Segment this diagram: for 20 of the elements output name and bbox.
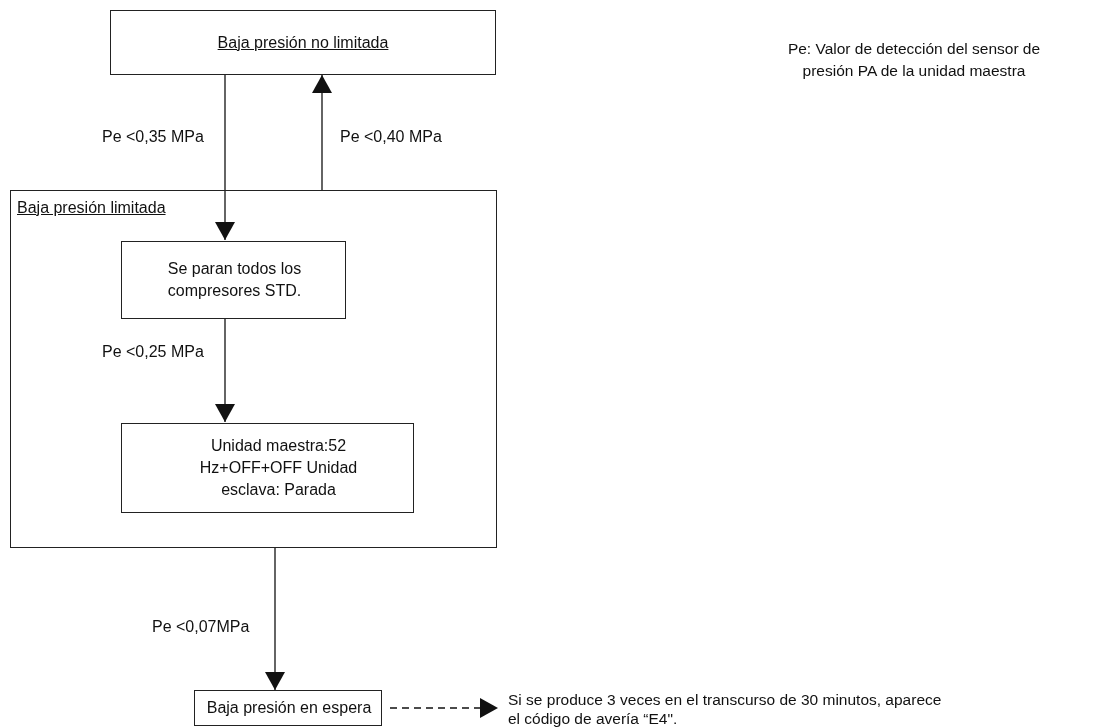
dashed-arrow	[389, 698, 499, 718]
edge-label: Pe <0,07MPa	[150, 618, 252, 636]
edge-label: Pe <0,35 MPa	[100, 128, 206, 146]
edge-label: Pe <0,40 MPa	[338, 128, 444, 146]
state-box	[110, 10, 496, 75]
note-text: Si se produce 3 veces en el transcurso de 30 minutos, aparece el código de avería “E4".	[508, 690, 943, 728]
box-heading: Baja presión limitada	[17, 198, 166, 218]
edge-label: Pe <0,25 MPa	[100, 343, 206, 361]
box-text: Se paran todos los compresores STD.	[166, 259, 303, 301]
state-box	[10, 190, 497, 548]
arrow	[215, 317, 235, 423]
box-text: Baja presión no limitada	[217, 32, 389, 53]
box-text: Unidad maestra:52 Hz+OFF+OFF Unidad esclava: Parada	[198, 436, 359, 500]
arrow	[312, 74, 332, 191]
process-box	[121, 241, 346, 319]
process-box	[121, 423, 414, 513]
box-text: Baja presión en espera	[205, 698, 373, 718]
arrow	[265, 547, 285, 691]
state-box	[194, 690, 382, 726]
arrow	[215, 74, 235, 241]
